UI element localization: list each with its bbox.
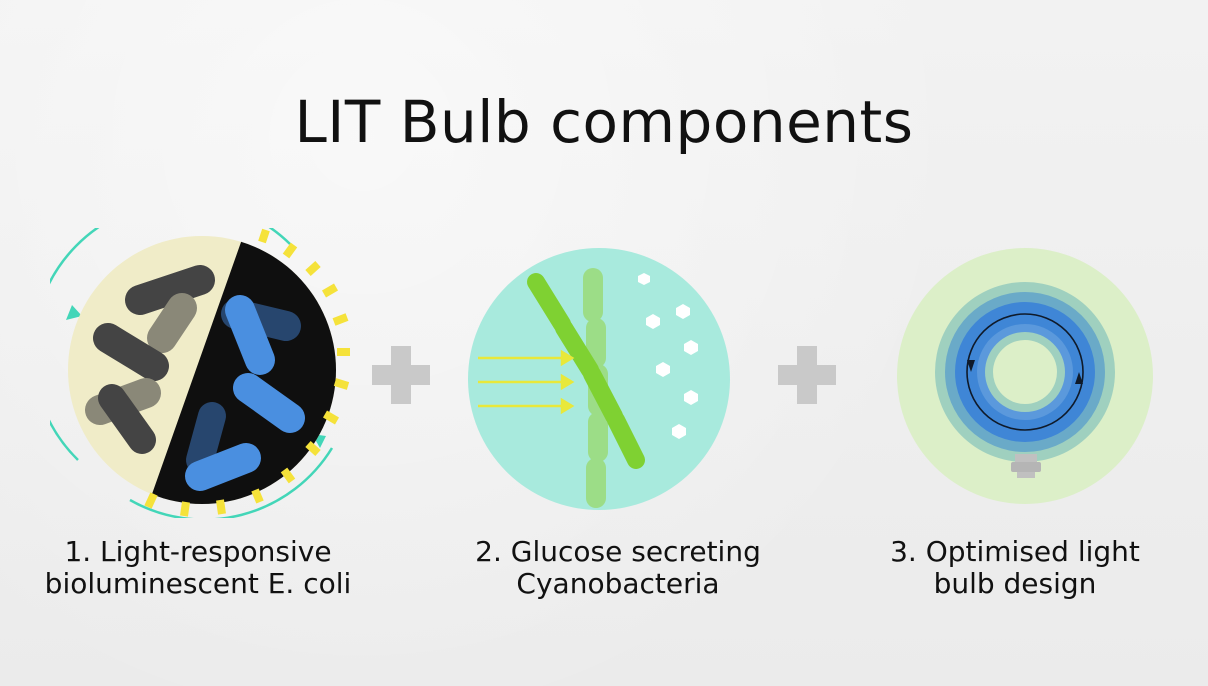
caption-line: 3. Optimised light (890, 535, 1140, 568)
caption-line: 1. Light-responsive (64, 535, 332, 568)
cyanobacteria-circle-icon (468, 248, 730, 510)
caption-bulb-design: 3. Optimised light bulb design (830, 536, 1200, 600)
caption-line: bulb design (933, 567, 1097, 600)
caption-line: bioluminescent E. coli (44, 567, 352, 600)
caption-ecoli: 1. Light-responsive bioluminescent E. co… (0, 536, 396, 600)
bulb-design-icon (897, 248, 1153, 504)
plus-icon (372, 346, 430, 404)
caption-cyanobacteria: 2. Glucose secreting Cyanobacteria (420, 536, 816, 600)
caption-line: Cyanobacteria (516, 567, 720, 600)
plus-icon (778, 346, 836, 404)
ecoli-circle-icon (50, 228, 350, 518)
page-title: LIT Bulb components (294, 88, 914, 156)
caption-line: 2. Glucose secreting (475, 535, 761, 568)
